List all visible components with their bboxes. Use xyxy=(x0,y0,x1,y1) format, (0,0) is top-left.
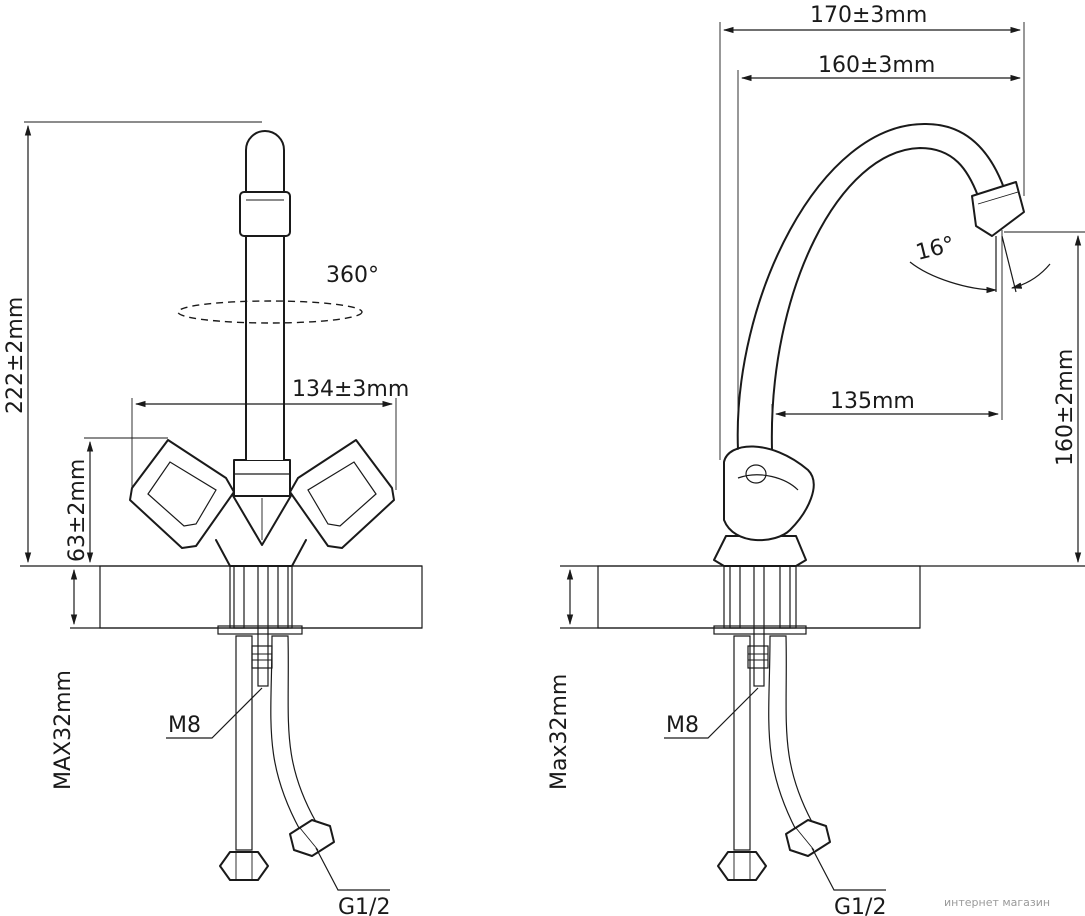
reach-label: 135mm xyxy=(830,389,915,414)
dim-135: 135mm xyxy=(771,230,1003,440)
dim-222: 222±2mm xyxy=(3,121,262,564)
dim-63: 63±2mm xyxy=(65,437,168,564)
rotation-ellipse xyxy=(177,300,363,324)
watermark: интернет магазин xyxy=(944,896,1050,909)
right-body xyxy=(713,535,807,567)
right-mount xyxy=(713,565,807,635)
dim-max32-right: Max32mm xyxy=(547,568,574,790)
right-handle xyxy=(723,445,815,542)
left-spout xyxy=(239,130,291,460)
overall-width-label: 170±3mm xyxy=(810,3,927,28)
left-g12-callout: G1/2 xyxy=(315,847,390,916)
left-hoses xyxy=(219,635,335,881)
max-thickness-label: MAX32mm xyxy=(51,670,76,790)
handle-height-label: 63±2mm xyxy=(65,459,90,562)
right-countertop xyxy=(560,565,1085,629)
dim-134: 134±3mm xyxy=(131,377,409,490)
dim-max32-left: MAX32mm xyxy=(51,568,78,790)
left-handle-right xyxy=(289,439,395,549)
thread-label: G1/2 xyxy=(338,895,390,916)
rotation-label: 360° xyxy=(326,263,379,288)
left-view: 360° 222±2mm 63±2mm 134±3mm MAX32mm xyxy=(3,121,423,916)
angle-16: 16° xyxy=(909,232,1051,294)
right-g12-callout: G1/2 xyxy=(811,847,886,916)
angle-label: 16° xyxy=(913,232,957,266)
right-spout xyxy=(736,122,1025,451)
left-handle-left xyxy=(129,439,235,549)
dim-160-height: 160±2mm xyxy=(1004,231,1085,564)
left-body xyxy=(215,459,307,567)
max-thickness-label: Max32mm xyxy=(547,674,572,790)
handle-span-label: 134±3mm xyxy=(292,377,409,402)
right-view: 170±3mm 160±3mm 135mm 160±2mm 16° xyxy=(547,3,1085,916)
left-countertop xyxy=(20,565,423,629)
stud-label: M8 xyxy=(168,713,201,738)
stud-label: M8 xyxy=(666,713,699,738)
dim-170: 170±3mm xyxy=(719,3,1025,460)
left-m8-callout: M8 xyxy=(166,687,263,739)
right-hoses xyxy=(717,635,831,881)
dim-160-width: 160±3mm xyxy=(737,53,1022,450)
left-mount xyxy=(217,565,303,635)
height-label: 222±2mm xyxy=(3,297,28,414)
right-m8-callout: M8 xyxy=(664,687,759,739)
spout-height-label: 160±2mm xyxy=(1053,349,1078,466)
spout-width-label: 160±3mm xyxy=(818,53,935,78)
thread-label: G1/2 xyxy=(834,895,886,916)
